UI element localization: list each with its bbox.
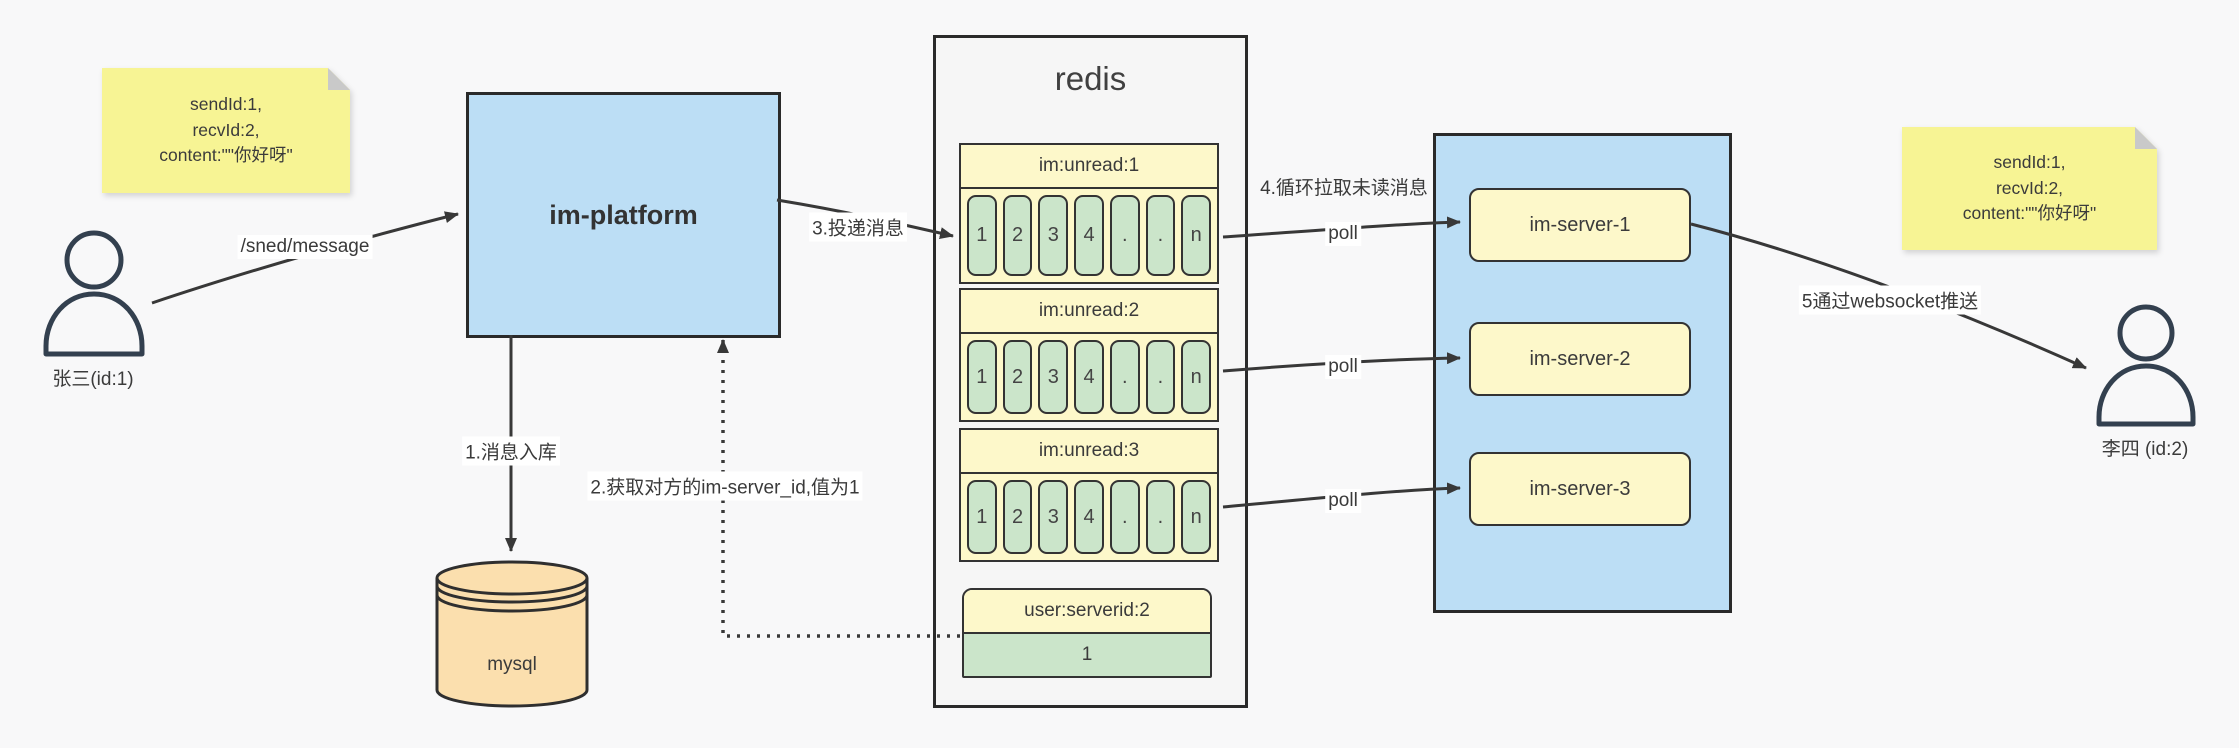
im-platform-label: im-platform	[549, 199, 698, 230]
sticky-note-right: sendId:1, recvId:2, content:""你好呀"	[1902, 127, 2157, 250]
kv-user-serverid: user:serverid:2 1	[962, 588, 1212, 678]
queue-cells: 1 2 3 4 . . n	[961, 474, 1217, 560]
note-fold-icon	[328, 68, 350, 90]
note-fold-icon	[2135, 127, 2157, 149]
queue-cell: 3	[1038, 480, 1069, 554]
queue-cells: 1 2 3 4 . . n	[961, 189, 1217, 282]
queue-name: im:unread:2	[961, 290, 1217, 334]
queue-cell: 1	[967, 195, 997, 276]
cylinder-ring	[435, 594, 589, 613]
note-line: recvId:2,	[192, 119, 260, 140]
queue-cell: 4	[1074, 195, 1104, 276]
label-step1: 1.消息入库	[462, 436, 560, 466]
queue-cell: .	[1145, 340, 1176, 414]
sticky-note-left-body: sendId:1, recvId:2, content:""你好呀"	[102, 68, 350, 193]
queue-name: im:unread:3	[961, 430, 1217, 474]
redis-title: redis	[1054, 60, 1127, 97]
queue-cell: .	[1145, 195, 1176, 276]
user-icon-sender	[43, 230, 145, 357]
queue-im-unread-2: im:unread:2 1 2 3 4 . . n	[959, 288, 1219, 422]
user-head	[2117, 304, 2175, 362]
sticky-note-right-body: sendId:1, recvId:2, content:""你好呀"	[1902, 127, 2157, 250]
mysql-label: mysql	[487, 654, 537, 675]
queue-cell: .	[1109, 195, 1140, 276]
queue-cell: 1	[967, 480, 997, 554]
queue-cell: .	[1109, 480, 1140, 554]
im-server-cluster: im-server-1 im-server-2 im-server-3	[1433, 133, 1732, 613]
label-poll-3: poll	[1325, 489, 1361, 513]
queue-cell: 4	[1074, 340, 1104, 414]
queue-cell: n	[1181, 340, 1212, 414]
note-line: content:""你好呀"	[1962, 203, 2097, 224]
queue-name: im:unread:1	[961, 145, 1217, 189]
label-step3: 3.投递消息	[809, 212, 907, 242]
queue-cell: n	[1181, 195, 1212, 276]
queue-cell: 3	[1038, 340, 1069, 414]
label-step5: 5通过websocket推送	[1798, 285, 1982, 315]
im-platform-box: im-platform	[466, 92, 781, 338]
user-body	[2096, 363, 2196, 427]
queue-cell: 4	[1074, 480, 1104, 554]
kv-key: user:serverid:2	[964, 590, 1210, 634]
queue-cell: .	[1145, 480, 1176, 554]
redis-container: redis im:unread:1 1 2 3 4 . . n im:unrea…	[933, 35, 1248, 708]
label-send-api: /sned/message	[237, 235, 373, 259]
label-poll-1: poll	[1325, 222, 1361, 246]
queue-im-unread-3: im:unread:3 1 2 3 4 . . n	[959, 428, 1219, 562]
cylinder-top	[435, 560, 589, 596]
user-icon-receiver	[2096, 304, 2196, 427]
queue-cell: 2	[1002, 480, 1033, 554]
sticky-note-left: sendId:1, recvId:2, content:""你好呀"	[102, 68, 350, 193]
queue-cell: 3	[1038, 195, 1069, 276]
user-body	[43, 291, 145, 357]
im-server-1-box: im-server-1	[1469, 188, 1691, 262]
actor-label-receiver: 李四 (id:2)	[2101, 439, 2189, 460]
actor-label-sender: 张三(id:1)	[52, 369, 134, 390]
kv-value: 1	[964, 634, 1210, 676]
queue-im-unread-1: im:unread:1 1 2 3 4 . . n	[959, 143, 1219, 284]
im-server-2-box: im-server-2	[1469, 322, 1691, 396]
cylinder-ring	[435, 585, 589, 604]
note-line: content:""你好呀"	[159, 145, 293, 166]
queue-cell: 1	[967, 340, 997, 414]
label-poll-2: poll	[1325, 355, 1361, 379]
queue-cell: .	[1109, 340, 1140, 414]
label-step4: 4.循环拉取未读消息	[1260, 178, 1428, 200]
queue-cells: 1 2 3 4 . . n	[961, 334, 1217, 420]
note-line: sendId:1,	[190, 94, 262, 115]
im-server-3-box: im-server-3	[1469, 452, 1691, 526]
queue-cell: n	[1181, 480, 1212, 554]
queue-cell: 2	[1002, 195, 1033, 276]
note-line: sendId:1,	[1993, 152, 2066, 173]
queue-cell: 2	[1002, 340, 1033, 414]
note-line: recvId:2,	[1995, 177, 2064, 198]
mysql-database-icon	[435, 560, 589, 708]
user-head	[64, 230, 124, 290]
label-step2: 2.获取对方的im-server_id,值为1	[587, 471, 863, 501]
